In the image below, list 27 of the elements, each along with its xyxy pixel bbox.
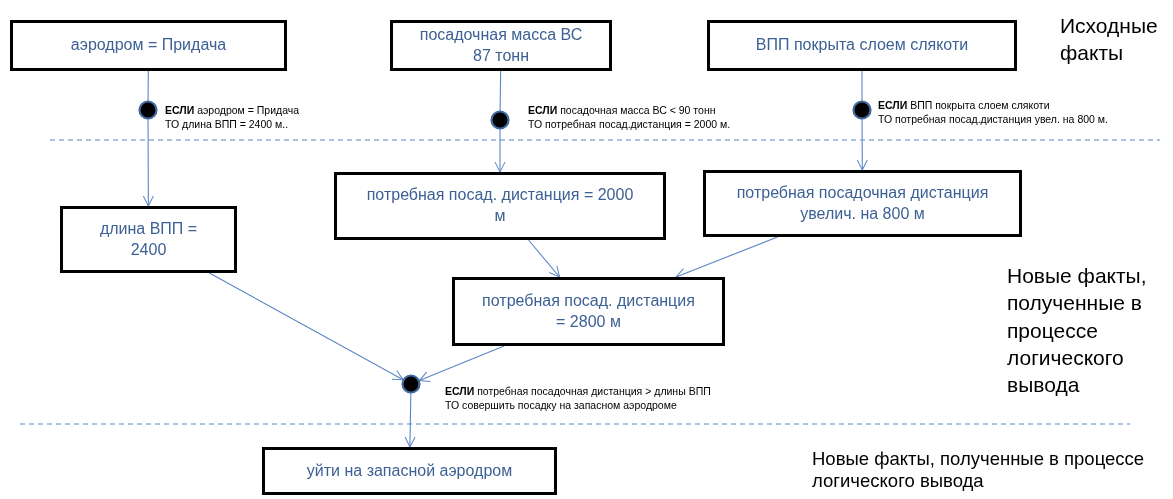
fact-box: посадочная масса ВС 87 тонн (390, 20, 612, 71)
level-label: Исходные факты (1060, 13, 1159, 67)
rule-condition: ЕСЛИ ВПП покрыта слоем слякоти (878, 98, 1051, 113)
fact-box: аэродром = Придача (10, 20, 287, 71)
arrow (856, 118, 868, 171)
rule-conclusion: ТО потребная посад.дистанция увел. на 800 м. (878, 112, 1108, 127)
rule-condition: ЕСЛИ потребная посадочная дистанция > длины ВПП (445, 384, 711, 399)
fact-box: длина ВПП = 2400 (60, 206, 237, 273)
rule-conclusion: ТО длина ВПП = 2400 м.. (165, 117, 290, 132)
fact-box: потребная посад. дистанция = 2800 м (452, 277, 725, 346)
fact-box: ВПП покрыта слоем слякоти (707, 20, 1017, 71)
arrow (675, 236, 779, 279)
rule-condition: ЕСЛИ аэродром = Придача (165, 103, 300, 118)
arrow (404, 392, 416, 448)
arrow (208, 272, 404, 381)
level-label: Новые факты, полученные в процессе логического вывода (1007, 263, 1148, 399)
arrow (142, 118, 154, 207)
rule-conclusion: ТО потребная посад.дистанция = 2000 м. (528, 117, 731, 132)
rule-conclusion: ТО совершить посадку на запасном аэродроме (445, 398, 678, 413)
arrow (494, 128, 506, 173)
level-label: Новые факты, полученные в процессе логического вывода (812, 448, 1146, 493)
fact-box: потребная посадочная дистанция увелич. на 800 м (703, 170, 1022, 237)
fact-box: уйти на запасной аэродром (262, 447, 557, 495)
arrow (527, 239, 561, 278)
arrow (418, 345, 505, 382)
rule-condition: ЕСЛИ посадочная масса ВС < 90 тонн (528, 103, 717, 118)
fact-box: потребная посад. дистанция = 2000 м (334, 172, 666, 240)
